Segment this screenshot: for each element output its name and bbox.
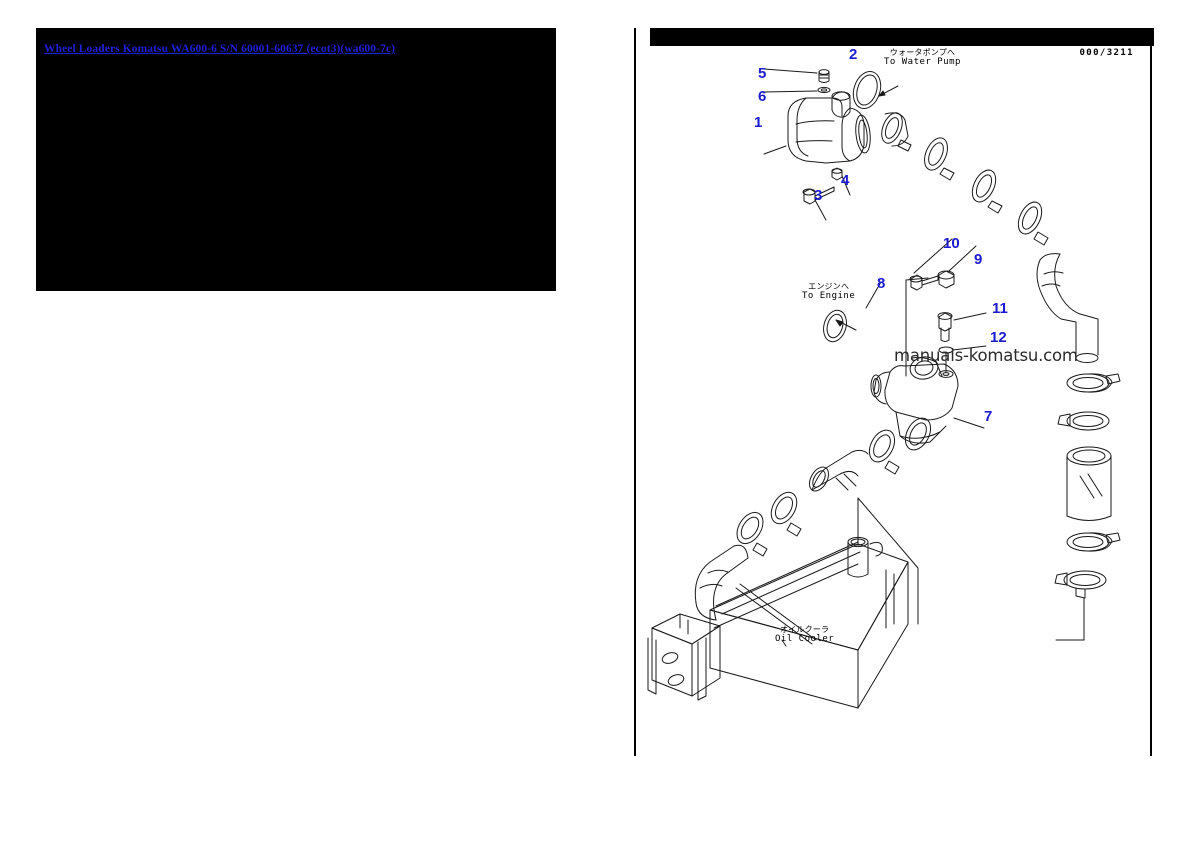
- callout-number-3: 3: [814, 187, 823, 204]
- diagram-page-code: 000/3211: [1079, 48, 1134, 58]
- part-9-nut: [937, 245, 977, 289]
- part-4-nut: [831, 167, 851, 196]
- callout-number-7: 7: [984, 408, 993, 425]
- clamp-lower-1: [904, 417, 932, 451]
- annotation-oil-cooler-jp: オイルクーラ: [779, 625, 830, 634]
- callout-number-4: 4: [841, 172, 850, 189]
- diagram-header-bar: [650, 28, 1154, 46]
- clamp-upper-2: [924, 137, 955, 181]
- clamp-right-4: [1054, 570, 1107, 599]
- part-3-bolt: [802, 186, 835, 221]
- clamp-upper-3: [971, 169, 1003, 214]
- oil-cooler-body: [647, 536, 909, 709]
- media-placeholder-panel: Wheel Loaders Komatsu WA600-6 S/N 60001-…: [36, 28, 556, 291]
- callout-number-11: 11: [992, 300, 1008, 317]
- site-watermark: manuals-komatsu.com: [894, 346, 1078, 365]
- parts-diagram-illustration: [647, 68, 1121, 709]
- hose-mid-left: [809, 449, 869, 492]
- hose-upper-elbow: [1036, 253, 1099, 363]
- clamp-upper-1: [881, 112, 912, 152]
- callout-number-8: 8: [877, 275, 886, 292]
- clamp-upper-4: [1017, 201, 1049, 246]
- clamp-right-2: [1057, 411, 1110, 431]
- part-2-gasket: [852, 70, 899, 110]
- annotation-to-water-pump-en: To Water Pump: [884, 57, 961, 68]
- part-1-elbow: [763, 91, 871, 164]
- callout-number-6: 6: [758, 88, 767, 105]
- hose-right-straight: [1066, 446, 1112, 521]
- part-6-washer: [763, 86, 831, 94]
- annotation-oil-cooler-en: Oil Cooler: [775, 634, 835, 645]
- callout-number-5: 5: [758, 65, 767, 82]
- annotation-to-engine-en: To Engine: [802, 291, 856, 302]
- clamp-lower-4: [736, 511, 768, 557]
- annotation-to-engine-jp: エンジンへ: [808, 282, 850, 291]
- callout-number-2: 2: [849, 46, 858, 63]
- clamp-right-3: [1066, 532, 1121, 552]
- clamp-right-1: [1066, 373, 1121, 393]
- part-8-ring: [823, 281, 882, 343]
- part-12-washer: [938, 345, 987, 378]
- annotation-to-water-pump-jp: ウォータポンプへ: [889, 48, 956, 57]
- callout-number-1: 1: [754, 114, 763, 131]
- hose-to-cooler: [694, 544, 749, 621]
- part-5-plug: [763, 68, 830, 83]
- callout-number-10: 10: [943, 235, 960, 252]
- callout-number-9: 9: [974, 251, 983, 268]
- callout-number-12: 12: [990, 329, 1007, 346]
- part-7-housing: [870, 356, 985, 444]
- parts-diagram-frame: 000/3211: [634, 28, 1154, 756]
- clamp-lower-2: [868, 429, 900, 475]
- part-11-bolt: [937, 312, 987, 342]
- clamp-lower-3: [770, 491, 802, 537]
- product-title-link[interactable]: Wheel Loaders Komatsu WA600-6 S/N 60001-…: [44, 43, 396, 55]
